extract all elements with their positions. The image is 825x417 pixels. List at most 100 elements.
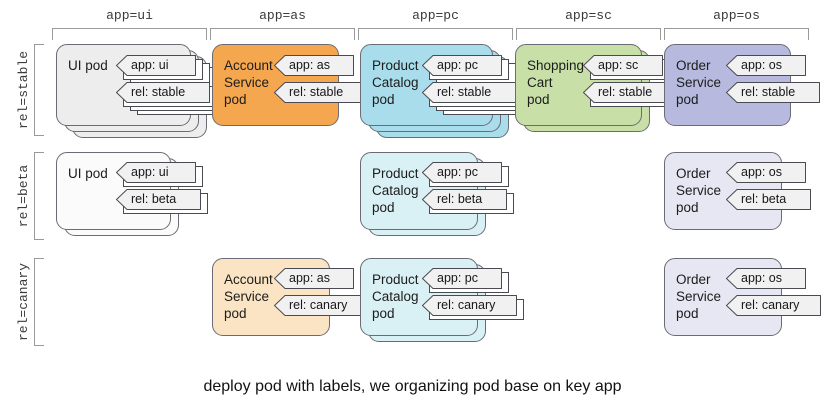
pod-title: Product Catalog pod xyxy=(372,272,419,321)
column-header-ui: app=ui xyxy=(106,8,153,23)
pod-label-tag-text: app: pc xyxy=(437,165,479,179)
tag-arrow-icon xyxy=(583,82,677,103)
column-header-as: app=as xyxy=(259,8,306,23)
pod-label-tag-app: app: os xyxy=(726,268,806,289)
tag-arrow-icon xyxy=(422,82,516,103)
pod-label-tag-rel: rel: stable xyxy=(726,82,820,103)
column-bracket-pc xyxy=(358,28,513,40)
pod-label-tag-app: app: os xyxy=(726,162,806,183)
tag-arrow-icon xyxy=(422,162,502,183)
pod-label-tag-app: app: as xyxy=(274,55,354,76)
pod-label-tag-app: app: as xyxy=(274,268,354,289)
tag-arrow-icon xyxy=(274,55,354,76)
pod-title: Account Service pod xyxy=(224,272,273,321)
tag-arrow-icon xyxy=(116,55,196,76)
tag-arrow-icon xyxy=(116,82,210,103)
pod-stack-ui-beta[interactable]: UI pod app: ui rel: beta xyxy=(56,152,208,236)
tag-arrow-icon xyxy=(726,268,806,289)
row-bracket-stable xyxy=(34,44,44,136)
pod-label-tag-text: app: pc xyxy=(437,271,479,285)
pod-label-tag-text: app: os xyxy=(741,271,783,285)
tag-arrow-icon xyxy=(422,295,517,316)
pod-label-tag-text: app: ui xyxy=(131,58,169,72)
pod-label-tag-app: app: ui xyxy=(116,162,203,187)
pod-label-tag-app: app: pc xyxy=(422,268,509,293)
pod-stack-ui-stable[interactable]: UI pod app: ui rel: stable xyxy=(56,44,231,138)
pod-label-tag-text: app: os xyxy=(741,165,783,179)
pod-title: UI pod xyxy=(68,58,108,73)
pod-label-tag-text: app: as xyxy=(289,271,331,285)
pod-title: Account Service pod xyxy=(224,58,273,107)
pod-label-tag-rel: rel: stable xyxy=(274,82,368,103)
pod-title: Product Catalog pod xyxy=(372,166,419,215)
pod-label-tag-rel: rel: stable xyxy=(583,82,684,107)
pod-label-tag-rel: rel: beta xyxy=(116,189,208,214)
pod-label-tag-app: app: pc xyxy=(422,162,509,187)
pod-label-tag-text: rel: stable xyxy=(437,85,492,99)
tag-arrow-icon xyxy=(726,162,806,183)
pod-label-tag-text: app: as xyxy=(289,58,331,72)
pod-stack-pc-canary[interactable]: Product Catalog pod app: pc rel: canary xyxy=(360,258,524,342)
tag-arrow-icon xyxy=(116,162,196,183)
pod-label-tag-rel: rel: stable xyxy=(422,82,537,115)
tag-arrow-icon xyxy=(116,189,201,210)
pod-label-tag-text: app: sc xyxy=(598,58,639,72)
pod-title: UI pod xyxy=(68,166,108,181)
pod-label-tag-rel: rel: canary xyxy=(726,295,821,316)
pod-stack-os-beta[interactable]: Order Service pod app: os rel: beta xyxy=(664,152,811,230)
pod-label-tag-rel: rel: canary xyxy=(422,295,524,320)
tag-arrow-icon xyxy=(422,55,502,76)
row-bracket-beta xyxy=(34,152,44,240)
row-label-beta: rel=beta xyxy=(16,164,31,228)
tag-arrow-icon xyxy=(726,82,820,103)
pod-label-tag-app: app: sc xyxy=(583,55,670,80)
pod-stack-sc-stable[interactable]: Shopping Cart pod app: sc rel: stable xyxy=(515,44,684,132)
pod-stack-os-canary[interactable]: Order Service pod app: os rel: canary xyxy=(664,258,821,336)
pod-label-tag-app: app: os xyxy=(726,55,806,76)
tag-arrow-icon xyxy=(274,268,354,289)
column-bracket-as xyxy=(210,28,355,40)
row-label-canary: rel=canary xyxy=(16,263,31,342)
pod-label-tag-text: rel: beta xyxy=(741,192,787,206)
pod-stack-as-canary[interactable]: Account Service pod app: as rel: canary xyxy=(212,258,369,336)
pod-label-tag-text: app: os xyxy=(741,58,783,72)
column-bracket-os xyxy=(664,28,809,40)
pod-title: Shopping Cart pod xyxy=(527,58,585,107)
diagram-caption: deploy pod with labels, we organizing po… xyxy=(203,378,622,395)
column-header-pc: app=pc xyxy=(412,8,459,23)
tag-arrow-icon xyxy=(274,295,369,316)
column-bracket-sc xyxy=(516,28,661,40)
tag-arrow-icon xyxy=(422,268,502,289)
pod-label-tag-text: rel: stable xyxy=(289,85,344,99)
pod-stack-os-stable[interactable]: Order Service pod app: os rel: stable xyxy=(664,44,820,126)
pod-title: Order Service pod xyxy=(676,272,722,321)
pod-label-tag-text: rel: stable xyxy=(741,85,796,99)
pod-label-tag-rel: rel: beta xyxy=(422,189,514,214)
pod-title: Order Service pod xyxy=(676,166,722,215)
pod-label-tag-rel: rel: canary xyxy=(274,295,369,316)
pod-label-tag-text: rel: canary xyxy=(289,298,348,312)
tag-arrow-icon xyxy=(726,55,806,76)
column-bracket-ui xyxy=(52,28,207,40)
pod-label-tag-text: rel: beta xyxy=(437,192,483,206)
row-label-stable: rel=stable xyxy=(16,51,31,130)
pod-stack-as-stable[interactable]: Account Service pod app: as rel: stable xyxy=(212,44,368,126)
column-header-sc: app=sc xyxy=(565,8,612,23)
tag-arrow-icon xyxy=(422,189,507,210)
pod-label-tag-rel: rel: beta xyxy=(726,189,811,210)
tag-arrow-icon xyxy=(274,82,368,103)
pod-label-tag-text: rel: stable xyxy=(598,85,653,99)
pod-title: Order Service pod xyxy=(676,58,722,107)
pod-label-tag-text: app: pc xyxy=(437,58,479,72)
pod-stack-pc-beta[interactable]: Product Catalog pod app: pc rel: beta xyxy=(360,152,514,236)
pod-label-tag-text: rel: beta xyxy=(131,192,177,206)
pod-label-tag-text: rel: stable xyxy=(131,85,186,99)
pod-label-tag-text: rel: canary xyxy=(437,298,496,312)
tag-arrow-icon xyxy=(726,295,821,316)
tag-arrow-icon xyxy=(583,55,663,76)
pod-label-tag-rel: rel: stable xyxy=(116,82,231,115)
pod-label-tag-app: app: pc xyxy=(422,55,523,88)
pod-label-tag-app: app: ui xyxy=(116,55,217,88)
